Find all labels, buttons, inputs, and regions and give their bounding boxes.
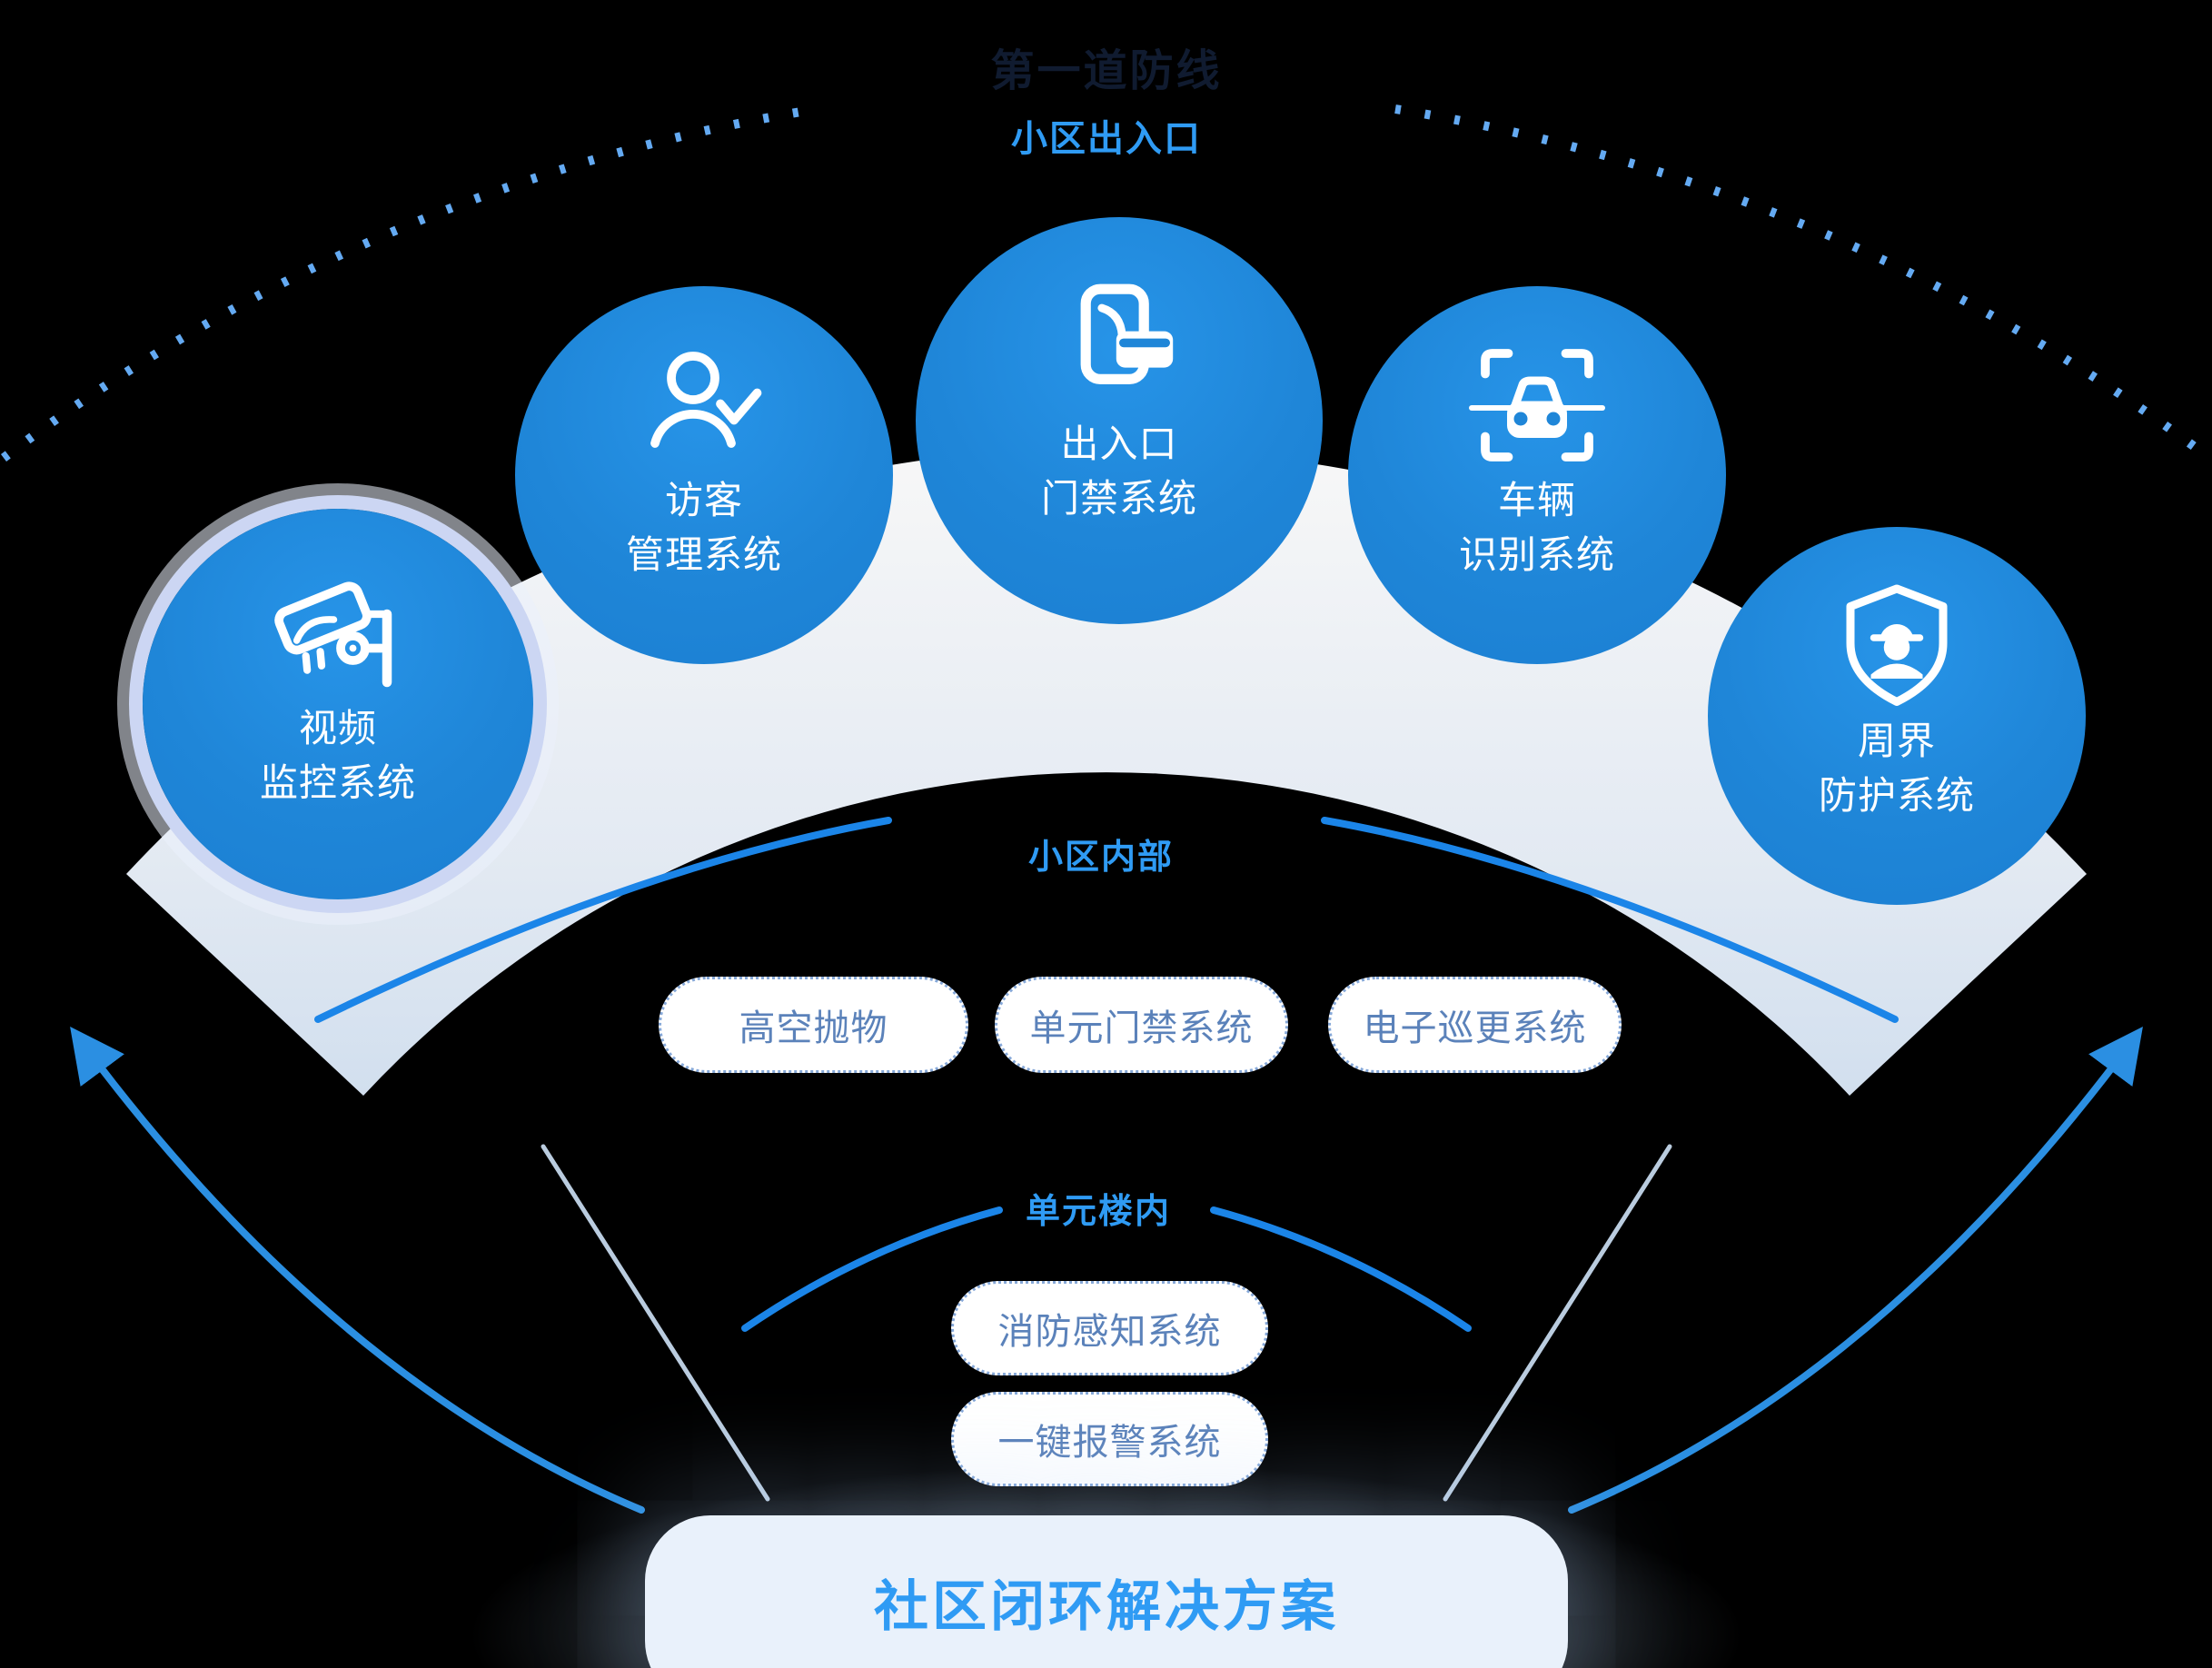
system-circle-video: 视频 监控系统 [143,509,533,899]
page-title: 第一道防线 [990,45,1223,96]
pill-unit-access: 单元门禁系统 [995,977,1288,1073]
pill-label: 一键报警系统 [997,1422,1222,1464]
system-circle-perimeter: 周界 防护系统 [1708,527,2086,905]
solution-label: 社区闭环解决方案 [874,1575,1339,1639]
pill-label: 单元门禁系统 [1029,1008,1254,1049]
arc-building-right [1210,1206,1472,1332]
zone-label-building: 单元楼内 [1025,1191,1171,1231]
solution-banner: 社区闭环解决方案 [645,1515,1568,1668]
system-label-line2: 门禁系统 [1040,475,1197,521]
vehicle-scan-icon [1469,349,1605,462]
system-circle-vehicle: 车辆 识别系统 [1348,286,1726,664]
system-circle-visitor: 访客 管理系统 [515,286,893,664]
shield-guard-icon [1846,584,1948,706]
system-label-line2: 管理系统 [625,531,782,577]
system-label-line1: 车辆 [1497,478,1576,522]
system-circle-access: 出入口 门禁系统 [916,217,1323,624]
zone-label-entrance: 小区出入口 [1011,118,1202,160]
zone-label-interior: 小区内部 [1027,837,1174,877]
arc-interior-right [1321,817,1899,1023]
arrow-line-right [1568,1026,2143,1514]
visitor-check-icon [650,352,762,448]
cctv-camera-icon [274,581,392,688]
access-card-icon [1080,283,1174,384]
system-label-line1: 周界 [1857,719,1936,763]
system-label-line2: 防护系统 [1818,772,1975,818]
pill-label: 电子巡更系统 [1363,1008,1587,1049]
system-label-line1: 视频 [298,706,377,750]
system-label-line2: 监控系统 [259,760,416,805]
pill-one-key-alarm: 一键报警系统 [951,1392,1268,1486]
pill-sky-throwing: 高空抛物 [659,977,968,1073]
system-label-line1: 访客 [664,478,743,522]
pill-fire-sensing: 消防感知系统 [951,1281,1268,1375]
arc-interior-left [314,817,892,1023]
arrow-line-left [70,1026,645,1514]
system-label-line2: 识别系统 [1458,531,1615,577]
arc-building-left [741,1206,1003,1332]
pill-label: 消防感知系统 [997,1311,1222,1353]
pill-electronic-patrol: 电子巡更系统 [1328,977,1622,1073]
fan-edge-right [1443,1144,1672,1502]
system-label-line1: 出入口 [1060,422,1178,466]
fan-edge-left [541,1144,770,1502]
pill-label: 高空抛物 [739,1008,888,1049]
